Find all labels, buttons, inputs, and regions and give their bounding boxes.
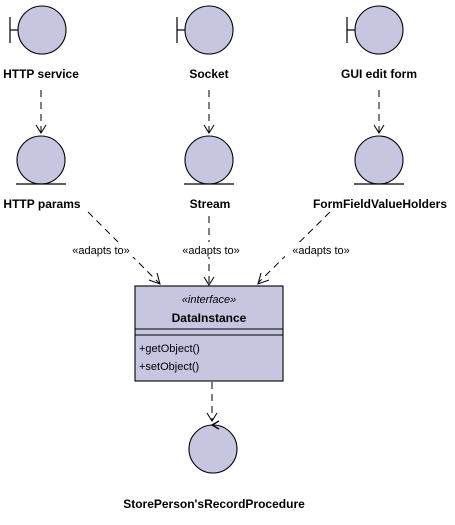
adapts-to-label: «adapts to»: [72, 245, 130, 257]
interface-stereotype: «interface»: [182, 294, 236, 306]
boundary-circle-icon: [184, 5, 234, 55]
boundary-label: HTTP service: [3, 67, 79, 81]
dependency-arrow-to-control: [206, 382, 218, 422]
control-store-person-record-procedure[interactable]: StorePerson'sRecordProcedure: [123, 420, 305, 511]
boundary-circle-icon: [354, 5, 404, 55]
boundary-gui-edit-form[interactable]: GUI edit form: [341, 5, 417, 81]
dependency-arrow: [35, 90, 47, 134]
entity-label: HTTP params: [3, 197, 80, 211]
operation-get-object: +getObject(): [139, 343, 200, 355]
operation-set-object: +setObject(): [139, 361, 199, 373]
boundary-socket[interactable]: Socket: [176, 5, 234, 81]
adapts-to-label: «adapts to»: [182, 245, 240, 257]
boundary-circle-icon: [17, 5, 67, 55]
class-box: [134, 285, 284, 382]
entity-http-params[interactable]: HTTP params: [3, 135, 81, 211]
interface-name: DataInstance: [172, 311, 247, 325]
entity-label: Stream: [190, 197, 231, 211]
entity-form-field-value-holders[interactable]: FormFieldValueHolders: [313, 135, 447, 211]
control-arrowhead-icon: [210, 420, 220, 430]
entity-circle-icon: [354, 135, 404, 185]
control-circle-icon: [188, 424, 238, 474]
dependency-arrow: [203, 90, 215, 134]
adapts-to-label: «adapts to»: [292, 245, 350, 257]
entity-circle-icon: [16, 135, 66, 185]
entity-label: FormFieldValueHolders: [313, 197, 447, 211]
boundary-label: GUI edit form: [341, 67, 417, 81]
boundary-label: Socket: [189, 67, 228, 81]
dependency-arrow: [373, 90, 385, 134]
boundary-http-service[interactable]: HTTP service: [3, 5, 79, 81]
entity-stream[interactable]: Stream: [184, 135, 234, 211]
control-label: StorePerson'sRecordProcedure: [123, 497, 305, 511]
adapts-to-arrow-center: [203, 216, 215, 286]
interface-class-box[interactable]: «interface» DataInstance +getObject() +s…: [134, 285, 284, 382]
entity-circle-icon: [184, 135, 234, 185]
